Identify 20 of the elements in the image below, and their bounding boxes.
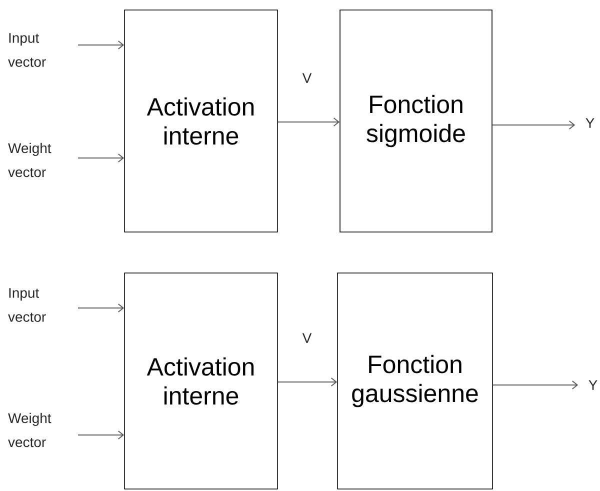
edge-label: V [301,72,313,84]
arrow [492,380,578,390]
arrow [78,304,124,312]
input-label: Weight vector [8,142,52,178]
arrow [277,378,338,386]
output-label: Y [588,380,598,390]
input-label: Weight vector [8,412,52,448]
process-box: Activation interne [124,10,278,232]
process-box: Fonction gaussienne [337,272,493,490]
arrow [78,40,124,50]
input-label: Input vector [8,33,46,67]
process-box: Activation interne [124,272,278,490]
arrow [78,154,124,162]
output-label: Y [586,118,594,128]
edge-label: V [301,332,313,344]
arrow [78,430,124,440]
arrow [277,118,340,126]
process-box: Fonction sigmoide [340,10,492,232]
arrow [492,120,576,130]
input-label: Input vector [8,288,46,322]
